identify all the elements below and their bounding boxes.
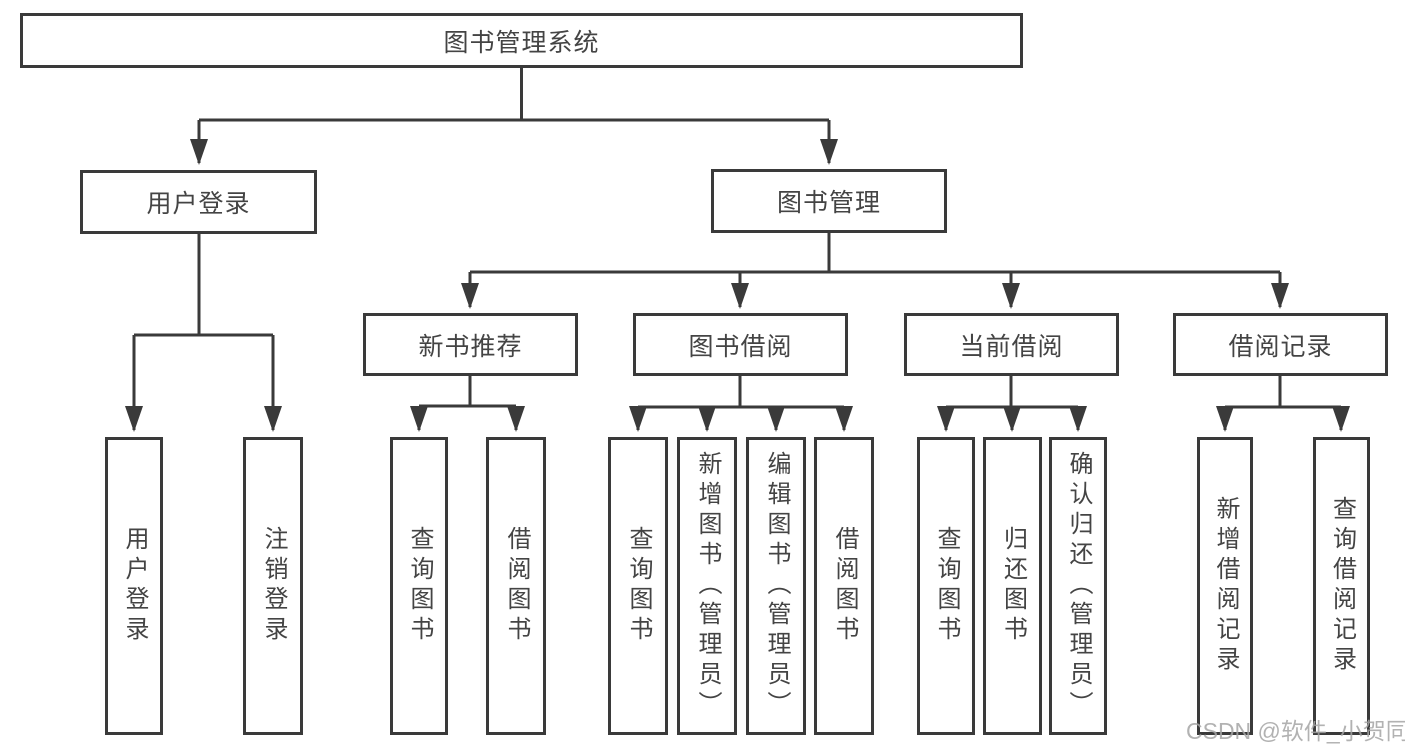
leaf-label: 查询图书	[406, 526, 433, 646]
node-label: 图书管理	[776, 189, 881, 217]
node-label: 用户登录	[146, 190, 251, 218]
leaf-label: 注销登录	[260, 526, 287, 646]
node-label: 新书推荐	[418, 332, 523, 361]
node-borrowing-records: 借阅记录	[1173, 313, 1388, 376]
leaf-edit-books-admin: 编辑图书（管理员）	[746, 437, 806, 735]
leaf-query-books-current: 查询图书	[917, 437, 975, 735]
leaf-label: 新增借阅记录	[1212, 496, 1239, 676]
csdn-watermark: CSDN @软件_小贺同学	[1186, 718, 1405, 744]
leaf-query-books-recommend: 查询图书	[390, 437, 448, 735]
node-new-book-recommendation: 新书推荐	[363, 313, 578, 376]
node-label: 当前借阅	[959, 332, 1064, 361]
leaf-borrow-books: 借阅图书	[814, 437, 874, 735]
leaf-return-books: 归还图书	[983, 437, 1042, 735]
leaf-label: 借阅图书	[503, 526, 530, 646]
leaf-user-login: 用户登录	[105, 437, 163, 735]
leaf-label: 查询借阅记录	[1328, 496, 1356, 676]
node-label: 图书管理系统	[443, 28, 600, 57]
leaf-query-borrow-record: 查询借阅记录	[1313, 437, 1370, 735]
leaf-label: 新增图书（管理员）	[694, 451, 721, 721]
node-book-management: 图书管理	[711, 169, 947, 233]
leaf-add-books-admin: 新增图书（管理员）	[677, 437, 737, 735]
leaf-label: 查询图书	[625, 526, 652, 646]
node-label: 图书借阅	[688, 332, 793, 361]
node-user-login: 用户登录	[80, 170, 317, 234]
leaf-borrow-books-recommend: 借阅图书	[486, 437, 546, 735]
leaf-label: 查询图书	[933, 526, 960, 646]
leaf-label: 借阅图书	[831, 526, 858, 646]
leaf-label: 归还图书	[999, 526, 1027, 646]
leaf-label: 编辑图书（管理员）	[763, 451, 790, 721]
leaf-logout: 注销登录	[243, 437, 303, 735]
leaf-confirm-return-admin: 确认归还（管理员）	[1049, 437, 1107, 735]
node-library-management-system: 图书管理系统	[20, 13, 1023, 68]
leaf-add-borrow-record: 新增借阅记录	[1197, 437, 1253, 735]
leaf-query-books-borrowing: 查询图书	[608, 437, 668, 735]
leaf-label: 用户登录	[121, 526, 148, 646]
node-book-borrowing: 图书借阅	[633, 313, 848, 376]
leaf-label: 确认归还（管理员）	[1065, 451, 1092, 721]
node-label: 借阅记录	[1228, 332, 1333, 361]
node-current-borrowing: 当前借阅	[904, 313, 1119, 376]
